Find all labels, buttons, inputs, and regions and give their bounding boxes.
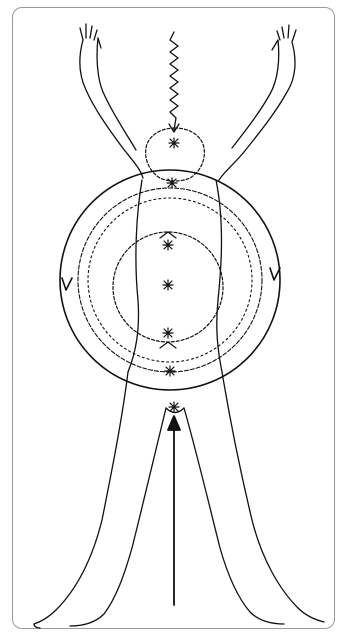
right-hand: [272, 25, 296, 50]
torso-left: [128, 180, 142, 372]
chakra-stars: [163, 138, 179, 412]
torso-right: [216, 180, 222, 372]
left-leg-outer: [34, 372, 128, 624]
upward-arrow: [168, 416, 180, 605]
left-leg-inner: [70, 408, 166, 626]
wave-ring-inner: [88, 198, 252, 362]
outer-arrow-right: [270, 268, 280, 280]
center-star: [163, 280, 173, 290]
head-star: [169, 138, 179, 148]
body-outline: [34, 24, 324, 628]
downward-spiral-arrow: [169, 32, 179, 132]
left-foot: [34, 624, 40, 628]
spiral-stem: [170, 32, 178, 130]
middle-wave-ring: [78, 188, 262, 372]
inner-arrow-bottom: [160, 342, 176, 348]
solar-star: [163, 328, 173, 338]
upward-arrowhead: [168, 416, 180, 430]
inner-arrow-top: [160, 232, 176, 238]
left-arm-inner: [97, 38, 136, 150]
outer-circle: [60, 170, 280, 390]
right-arm-outer: [219, 42, 295, 180]
root-star: [169, 402, 179, 412]
throat-star: [167, 178, 177, 188]
sacral-star: [165, 366, 175, 376]
heart-star: [163, 240, 173, 250]
right-leg-outer: [222, 372, 324, 622]
outer-circle-arrows: [60, 170, 280, 390]
right-arm-inner: [232, 40, 279, 148]
wave-ring-outer: [78, 188, 262, 372]
outer-arrow-left: [62, 278, 72, 290]
